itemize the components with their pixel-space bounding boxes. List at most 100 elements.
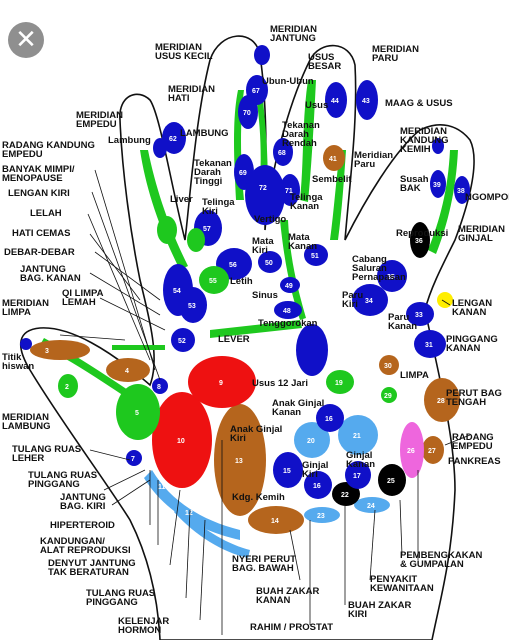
zone-4: [106, 358, 150, 382]
zone-8: [152, 378, 168, 394]
zone-9: [188, 356, 256, 408]
zone-22: [332, 482, 360, 506]
label-lelah: LELAH: [30, 208, 62, 219]
svg-text:69: 69: [239, 170, 247, 177]
zone-70: [238, 95, 258, 129]
label-lever: LEVER: [218, 334, 250, 345]
label-usus-12-jari: Usus 12 Jari: [252, 378, 308, 389]
zone-43: [356, 80, 378, 120]
label-usus: Usus: [305, 100, 328, 111]
svg-text:10: 10: [177, 438, 185, 445]
svg-text:49: 49: [285, 283, 293, 290]
zone-numbers: 67 68 69 70 71 72 44 43 41 62 57 56 55 5…: [45, 88, 465, 525]
leader-lines: [59, 169, 471, 635]
label-sembelit: Sembelit: [312, 174, 352, 185]
svg-text:11: 11: [158, 484, 166, 491]
zone-6: [112, 345, 165, 350]
svg-text:38: 38: [457, 188, 465, 195]
svg-text:8: 8: [157, 384, 161, 391]
label-maag-usus: MAAG & USUS: [385, 98, 453, 109]
svg-text:22: 22: [341, 492, 349, 499]
svg-text:56: 56: [229, 262, 237, 269]
svg-text:72: 72: [259, 185, 267, 192]
svg-text:48: 48: [283, 308, 291, 315]
zone-58: [187, 228, 205, 252]
svg-text:33: 33: [415, 312, 423, 319]
zone-29: [381, 387, 397, 403]
zone-50: [258, 251, 282, 273]
svg-text:21: 21: [353, 433, 361, 440]
svg-text:4: 4: [125, 368, 129, 375]
close-button[interactable]: ✕: [8, 22, 44, 58]
zone-51: [304, 244, 328, 266]
svg-text:2: 2: [65, 384, 69, 391]
svg-text:30: 30: [384, 363, 392, 370]
svg-text:15: 15: [283, 468, 291, 475]
svg-text:62: 62: [169, 136, 177, 143]
label-ubun-ubun: Ubun-Ubun: [262, 76, 314, 87]
zone-55: [199, 266, 229, 294]
zone-28: [424, 378, 460, 422]
zone-16a: [316, 404, 344, 432]
svg-text:12: 12: [185, 510, 193, 517]
label-hati-cemas: HATI CEMAS: [12, 228, 70, 239]
label-reproduksi: Reproduksi: [396, 228, 448, 239]
zone-thenar-strip: [210, 320, 302, 338]
zone-20: [294, 422, 330, 458]
svg-text:67: 67: [252, 88, 260, 95]
zone-27: [422, 436, 444, 464]
svg-text:44: 44: [331, 98, 339, 105]
svg-text:16: 16: [313, 483, 321, 490]
zone-53: [179, 287, 207, 323]
label-ngompol: NGOMPOL: [465, 192, 509, 203]
label-lengan-kiri: LENGAN KIRI: [8, 188, 70, 199]
svg-text:13: 13: [235, 458, 243, 465]
label-debar-debar: DEBAR-DEBAR: [4, 247, 75, 258]
svg-text:28: 28: [437, 398, 445, 405]
svg-text:20: 20: [307, 438, 315, 445]
zone-36: [410, 222, 430, 258]
zone-15: [273, 452, 303, 488]
svg-text:31: 31: [425, 342, 433, 349]
zone-12: [174, 505, 250, 558]
svg-text:54: 54: [173, 288, 181, 295]
zone-5: [116, 384, 160, 440]
zone-13: [214, 404, 266, 516]
zone-31: [414, 330, 446, 358]
zone-49: [280, 277, 300, 293]
zone-24: [354, 497, 390, 513]
zone-3: [30, 340, 90, 360]
zone-60: [157, 216, 177, 244]
svg-text:16: 16: [325, 416, 333, 423]
svg-text:26: 26: [407, 448, 415, 455]
zone-19: [326, 370, 354, 394]
zone-39: [430, 170, 446, 198]
svg-text:3: 3: [45, 348, 49, 355]
zone-72: [245, 165, 285, 225]
svg-text:51: 51: [311, 253, 319, 260]
label-lambung-small: Lambung: [108, 135, 151, 146]
zone-38: [454, 176, 470, 204]
label-kandungan: KANDUNGAN/ALAT REPRODUKSI: [40, 536, 131, 556]
zone-11: [144, 470, 240, 540]
